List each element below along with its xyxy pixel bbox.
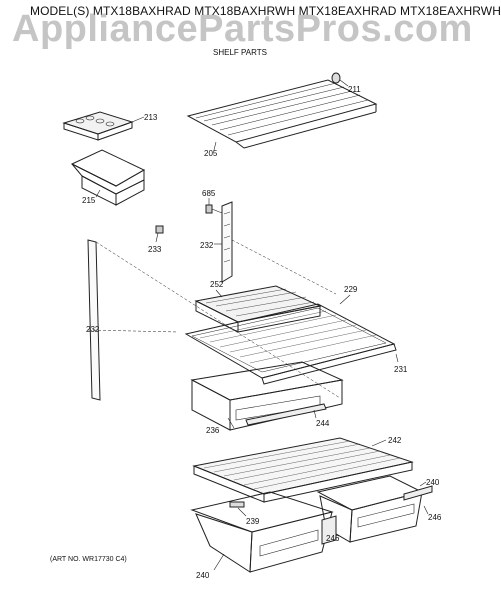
callout-205: 205 xyxy=(204,149,218,158)
callout-246-left: 246 xyxy=(326,534,340,543)
callout-240-right: 240 xyxy=(426,478,440,487)
part-239-slide xyxy=(229,501,247,517)
callout-244: 244 xyxy=(316,419,330,428)
part-231-shelf-trim xyxy=(261,343,399,385)
part-242-crisper-cover xyxy=(192,437,414,503)
callout-232-left: 232 xyxy=(86,325,100,334)
part-232-shelf-rail-left xyxy=(87,239,341,401)
callout-240-left: 240 xyxy=(196,571,210,580)
part-233-clip xyxy=(155,225,164,243)
callout-213: 213 xyxy=(144,113,158,122)
callout-229: 229 xyxy=(344,285,358,294)
callout-232-right: 232 xyxy=(200,241,214,250)
callout-685: 685 xyxy=(202,189,216,198)
part-211-end-cap xyxy=(331,72,349,87)
diagram-subtitle: SHELF PARTS xyxy=(213,48,267,57)
part-252-shelf-insert xyxy=(194,285,322,333)
model-title: MODEL(S) MTX18BAXHRAD MTX18BAXHRWH MTX18… xyxy=(30,4,501,18)
part-244-drawer-trim xyxy=(245,403,327,426)
callout-239: 239 xyxy=(246,517,260,526)
callout-211: 211 xyxy=(348,85,361,94)
part-685-clip xyxy=(205,198,223,214)
callout-233: 233 xyxy=(148,245,162,254)
watermark: AppliancePartsPros.com xyxy=(12,8,473,50)
callout-252: 252 xyxy=(210,280,224,289)
art-number: (ART NO. WR17730 C4) xyxy=(50,556,127,563)
callout-231: 231 xyxy=(394,365,408,374)
parts-diagram: 211 213 205 215 685 233 232 252 229 232 … xyxy=(62,72,442,580)
part-240-crisper-left xyxy=(190,491,334,573)
callout-215: 215 xyxy=(82,196,96,205)
part-246-trim-left xyxy=(321,515,337,545)
callout-246-right: 246 xyxy=(428,513,442,522)
part-246-trim-right xyxy=(403,485,433,515)
part-232-shelf-rail-right xyxy=(214,201,233,283)
part-205-wire-shelf xyxy=(186,79,378,151)
part-213-bin xyxy=(62,111,145,141)
part-215-door-bin xyxy=(70,149,146,206)
callout-242: 242 xyxy=(388,436,402,445)
callout-236: 236 xyxy=(206,426,220,435)
